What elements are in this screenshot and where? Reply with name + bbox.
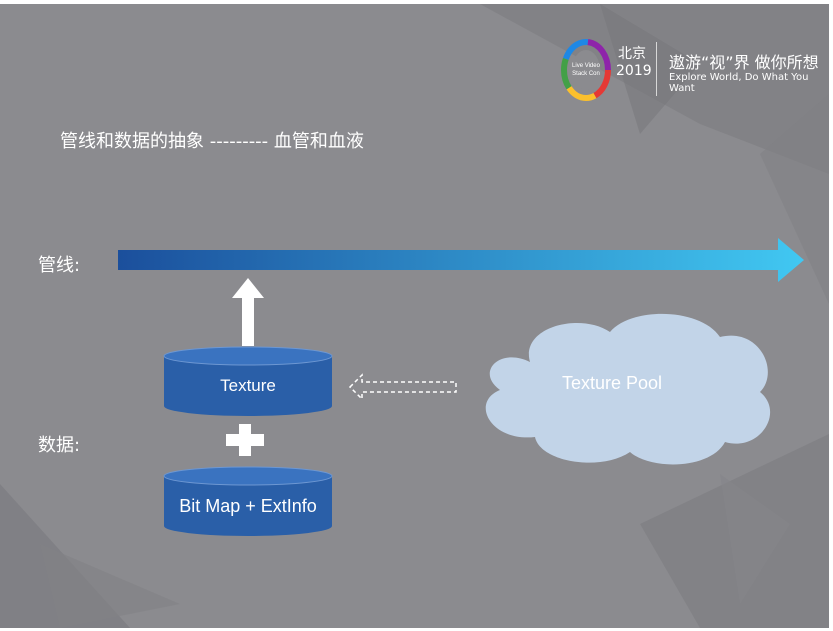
event-city: 北京	[618, 46, 646, 62]
bitmap-label: Bit Map + ExtInfo	[179, 496, 317, 516]
texture-pool-label: Texture Pool	[562, 373, 663, 393]
up-arrow	[232, 278, 264, 346]
slogan-chinese: 遨游“视”界 做你所想	[669, 53, 819, 72]
event-year: 2019	[616, 63, 652, 79]
live-video-stack-logo: Live Video Stack Con	[561, 39, 611, 101]
texture-label: Texture	[220, 376, 276, 395]
bitmap-cylinder	[163, 466, 333, 536]
background-pattern	[0, 4, 829, 628]
texture-cylinder	[163, 346, 333, 416]
logo-line-2: Stack Con	[572, 71, 600, 77]
pipeline-arrow	[118, 238, 804, 282]
data-label: 数据:	[38, 435, 81, 456]
texture-pool-cloud	[485, 313, 771, 465]
pipeline-label: 管线:	[38, 255, 81, 276]
slogan-english: Explore World, Do What You Want	[669, 72, 809, 94]
dashed-arrow	[348, 373, 457, 401]
event-location: 北京 2019	[616, 46, 652, 80]
slide-title: 管线和数据的抽象 --------- 血管和血液	[60, 131, 364, 152]
plus-icon	[226, 424, 264, 456]
header-divider	[656, 42, 657, 96]
logo-line-1: Live Video	[572, 63, 601, 69]
slide: Live Video Stack Con 北京 2019 遨游“视”界 做你所想…	[0, 4, 829, 628]
